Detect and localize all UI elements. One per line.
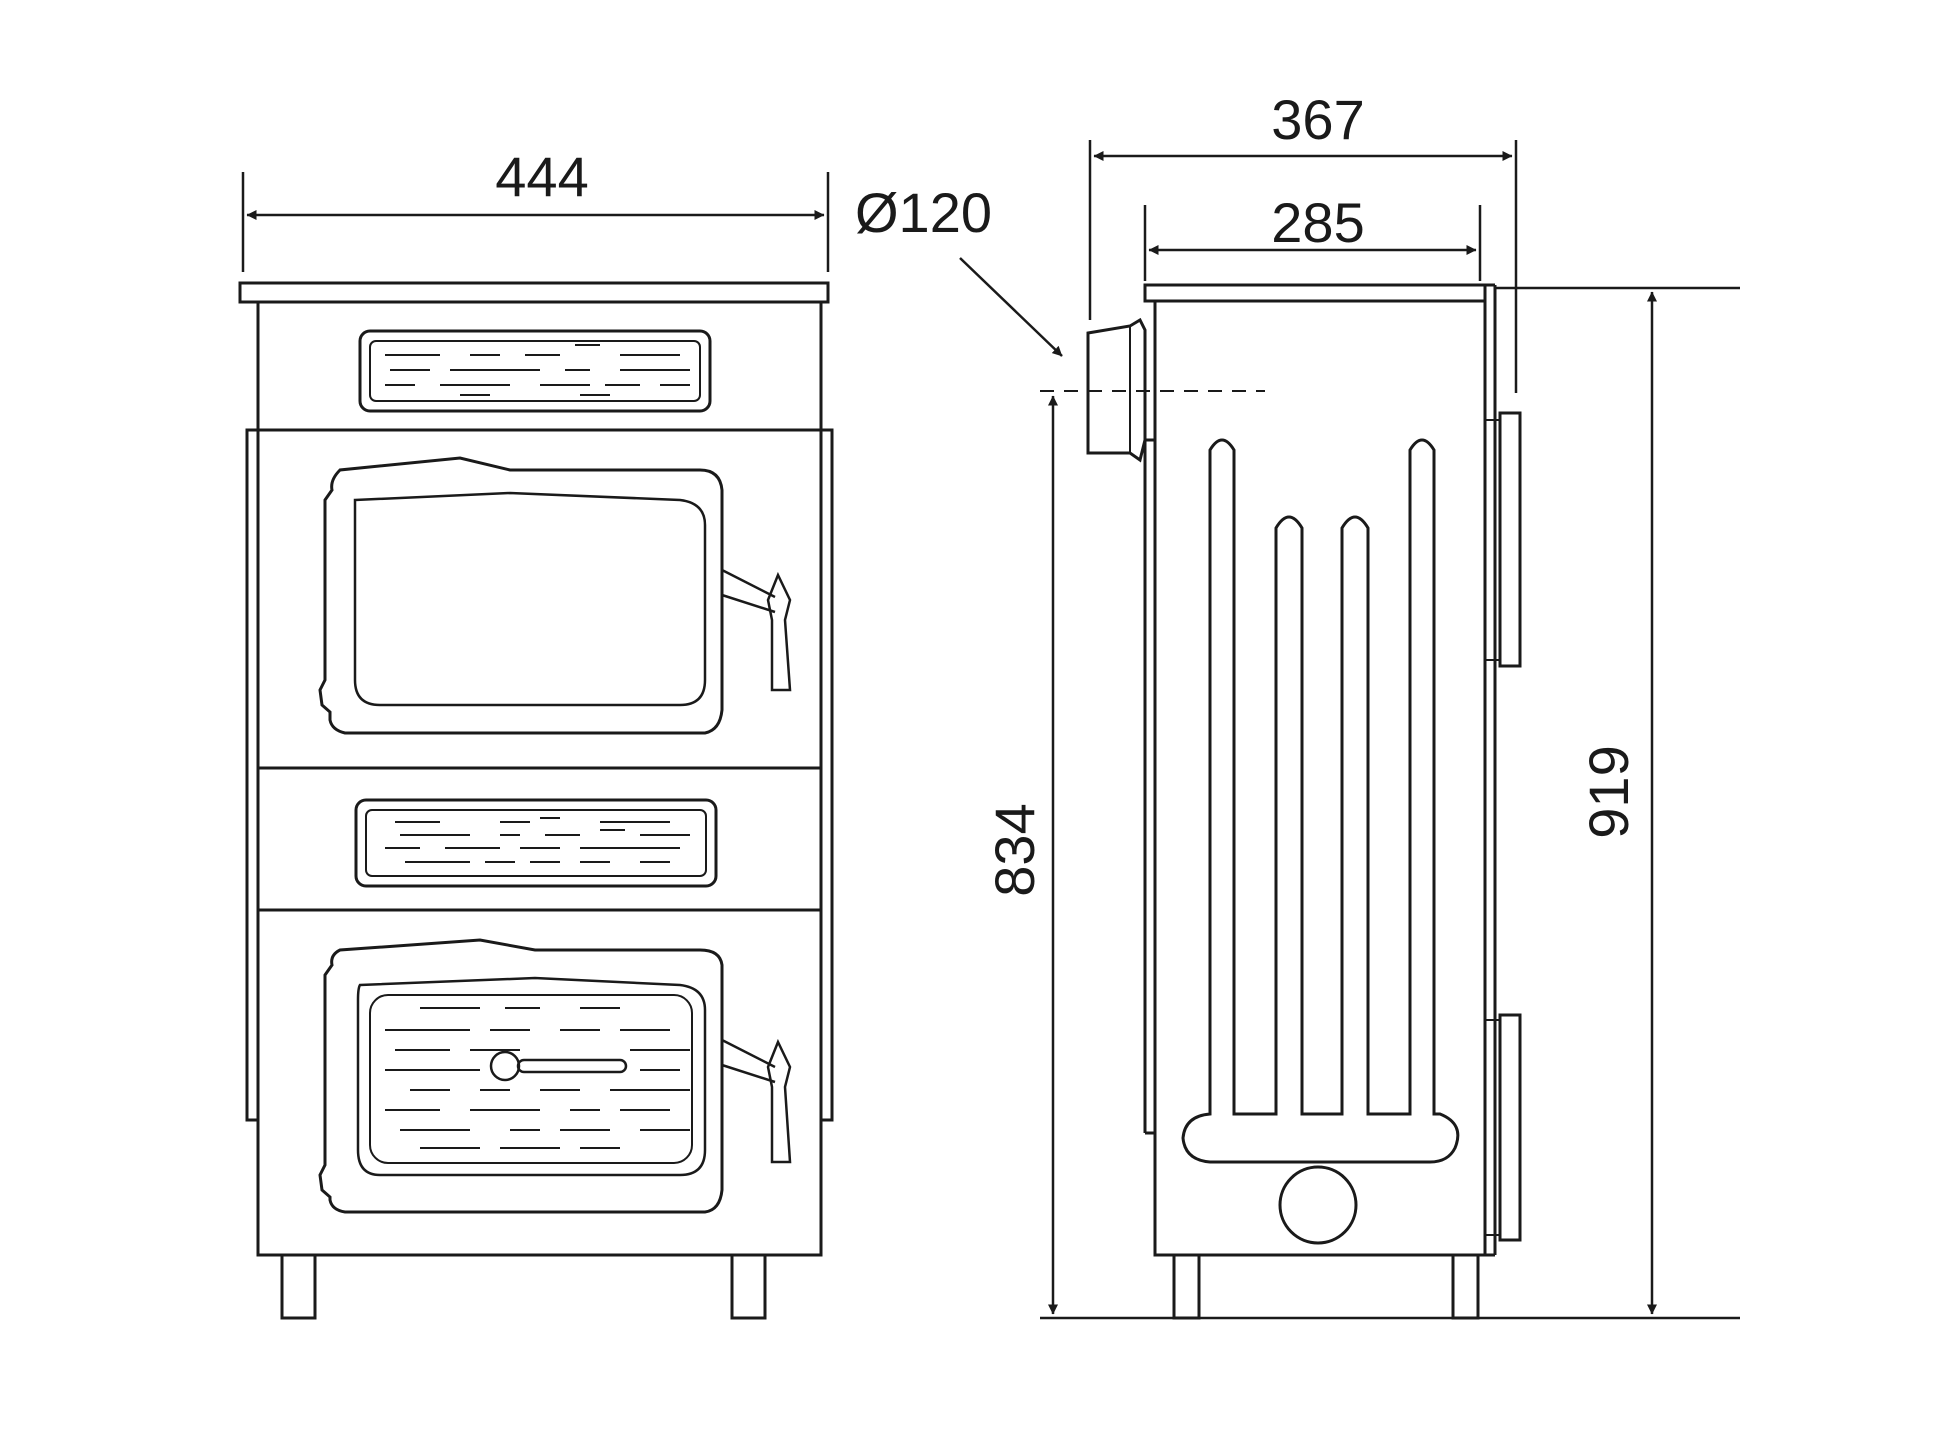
top-nameplate (358, 329, 712, 413)
lower-door-handle (721, 1038, 792, 1164)
side-view (1086, 283, 1522, 1320)
front-left-leg (280, 1253, 317, 1320)
side-rear-leg (1451, 1253, 1480, 1320)
middle-nameplate-lines (385, 817, 690, 863)
dim-side-depth-total-label: 367 (1271, 88, 1364, 151)
dim-side-depth-body-label: 285 (1271, 191, 1364, 254)
front-right-leg (730, 1253, 767, 1320)
lower-door (318, 938, 724, 1214)
flue-collar (1086, 317, 1147, 463)
front-body (256, 300, 823, 1257)
rear-panel-upper (1498, 411, 1522, 668)
air-regulator-knob (489, 1050, 628, 1082)
air-inlet-circle (1278, 1165, 1358, 1245)
rear-panel-lower (1498, 1013, 1522, 1242)
dim-side-depth-body (1143, 205, 1482, 281)
lower-door-lines (385, 1007, 690, 1149)
side-body (1153, 299, 1487, 1257)
front-right-side-panel (819, 428, 834, 1122)
front-top-plate (238, 281, 830, 304)
lower-door-window (356, 976, 707, 1177)
dim-total-height-label: 919 (1577, 745, 1640, 838)
side-front-leg (1172, 1253, 1201, 1320)
dim-total-height (1040, 286, 1740, 1320)
middle-nameplate (354, 798, 718, 888)
top-nameplate-lines (385, 344, 690, 396)
dim-flue-diameter-label: Ø120 (855, 181, 992, 244)
dim-front-width (241, 172, 830, 272)
dim-front-width-label: 444 (495, 145, 588, 208)
dim-side-depth-total (1088, 140, 1518, 393)
dim-flue-height-label: 834 (983, 803, 1046, 896)
side-top-plate (1143, 283, 1487, 303)
upper-door (318, 456, 724, 735)
front-left-side-panel (245, 428, 260, 1122)
front-view (238, 281, 834, 1320)
upper-door-glass (353, 491, 707, 707)
upper-door-handle (721, 568, 792, 692)
flue-leader (959, 257, 1063, 357)
heat-exchanger-tubes (1181, 438, 1460, 1164)
